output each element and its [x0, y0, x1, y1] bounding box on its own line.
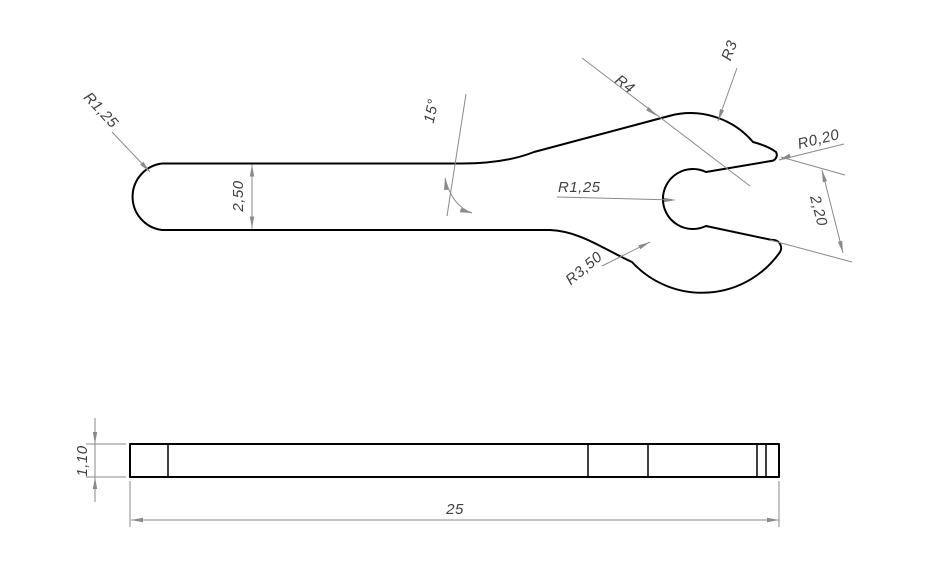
- dim-label-thickness: 1,10: [74, 445, 91, 476]
- dim-thickness: 1,10: [74, 418, 126, 502]
- dimension-line: [821, 169, 844, 254]
- dim-overall-length: 25: [129, 481, 780, 527]
- dim-label-neck-fillet-radius: R4: [612, 72, 638, 98]
- extension-line: [446, 93, 467, 217]
- dim-label-neck-angle: 15°: [421, 97, 443, 124]
- dim-handle-width: 2,50: [230, 164, 255, 229]
- extension-line: [769, 239, 853, 263]
- dim-label-overall-length: 25: [445, 501, 464, 518]
- arrowhead: [638, 242, 650, 250]
- arrowhead: [718, 109, 725, 121]
- dim-jaw-root-radius: R1,25: [556, 179, 676, 203]
- dim-head-radius: R3: [717, 38, 741, 122]
- dim-label-head-radius: R3: [718, 38, 741, 63]
- arrowhead: [837, 240, 843, 253]
- dim-label-jaw-tip-radius: R0,20: [796, 126, 842, 153]
- dim-label-head-bottom-radius: R3,50: [562, 248, 606, 288]
- arrowhead: [779, 153, 791, 160]
- arrowhead: [444, 178, 449, 190]
- dim-label-handle-width: 2,50: [230, 180, 247, 212]
- dim-label-jaw-opening: 2,20: [806, 193, 831, 229]
- extension-line: [780, 156, 846, 176]
- dim-jaw-tip-radius: R0,20: [778, 126, 845, 161]
- dim-jaw-opening: 2,20: [769, 156, 853, 263]
- dim-handle-end-radius: R1,25: [80, 89, 151, 173]
- leader-line: [556, 196, 675, 201]
- wrench-outline: [131, 112, 783, 294]
- dim-neck-fillet-radius: R4: [581, 57, 751, 187]
- arrowhead: [664, 197, 676, 203]
- leader-line: [581, 57, 751, 187]
- arrowhead: [459, 208, 472, 213]
- arrowhead: [92, 432, 98, 444]
- arrowhead: [140, 161, 150, 172]
- dim-label-jaw-root-radius: R1,25: [558, 179, 601, 196]
- side-profile-outline: [129, 443, 780, 478]
- arrowhead: [249, 216, 255, 229]
- arrowhead: [767, 517, 779, 523]
- side-view: 1,10 25: [74, 418, 780, 527]
- arrowhead: [822, 170, 828, 183]
- angle-arc: [444, 177, 473, 214]
- dim-label-handle-end-radius: R1,25: [80, 89, 122, 132]
- arrowhead: [646, 107, 657, 116]
- dim-neck-angle: 15°: [421, 93, 473, 217]
- arrowhead: [249, 164, 255, 177]
- arrowhead: [92, 477, 98, 489]
- top-view: R1,25 2,50 15° R4: [80, 38, 853, 294]
- arrowhead: [131, 517, 143, 523]
